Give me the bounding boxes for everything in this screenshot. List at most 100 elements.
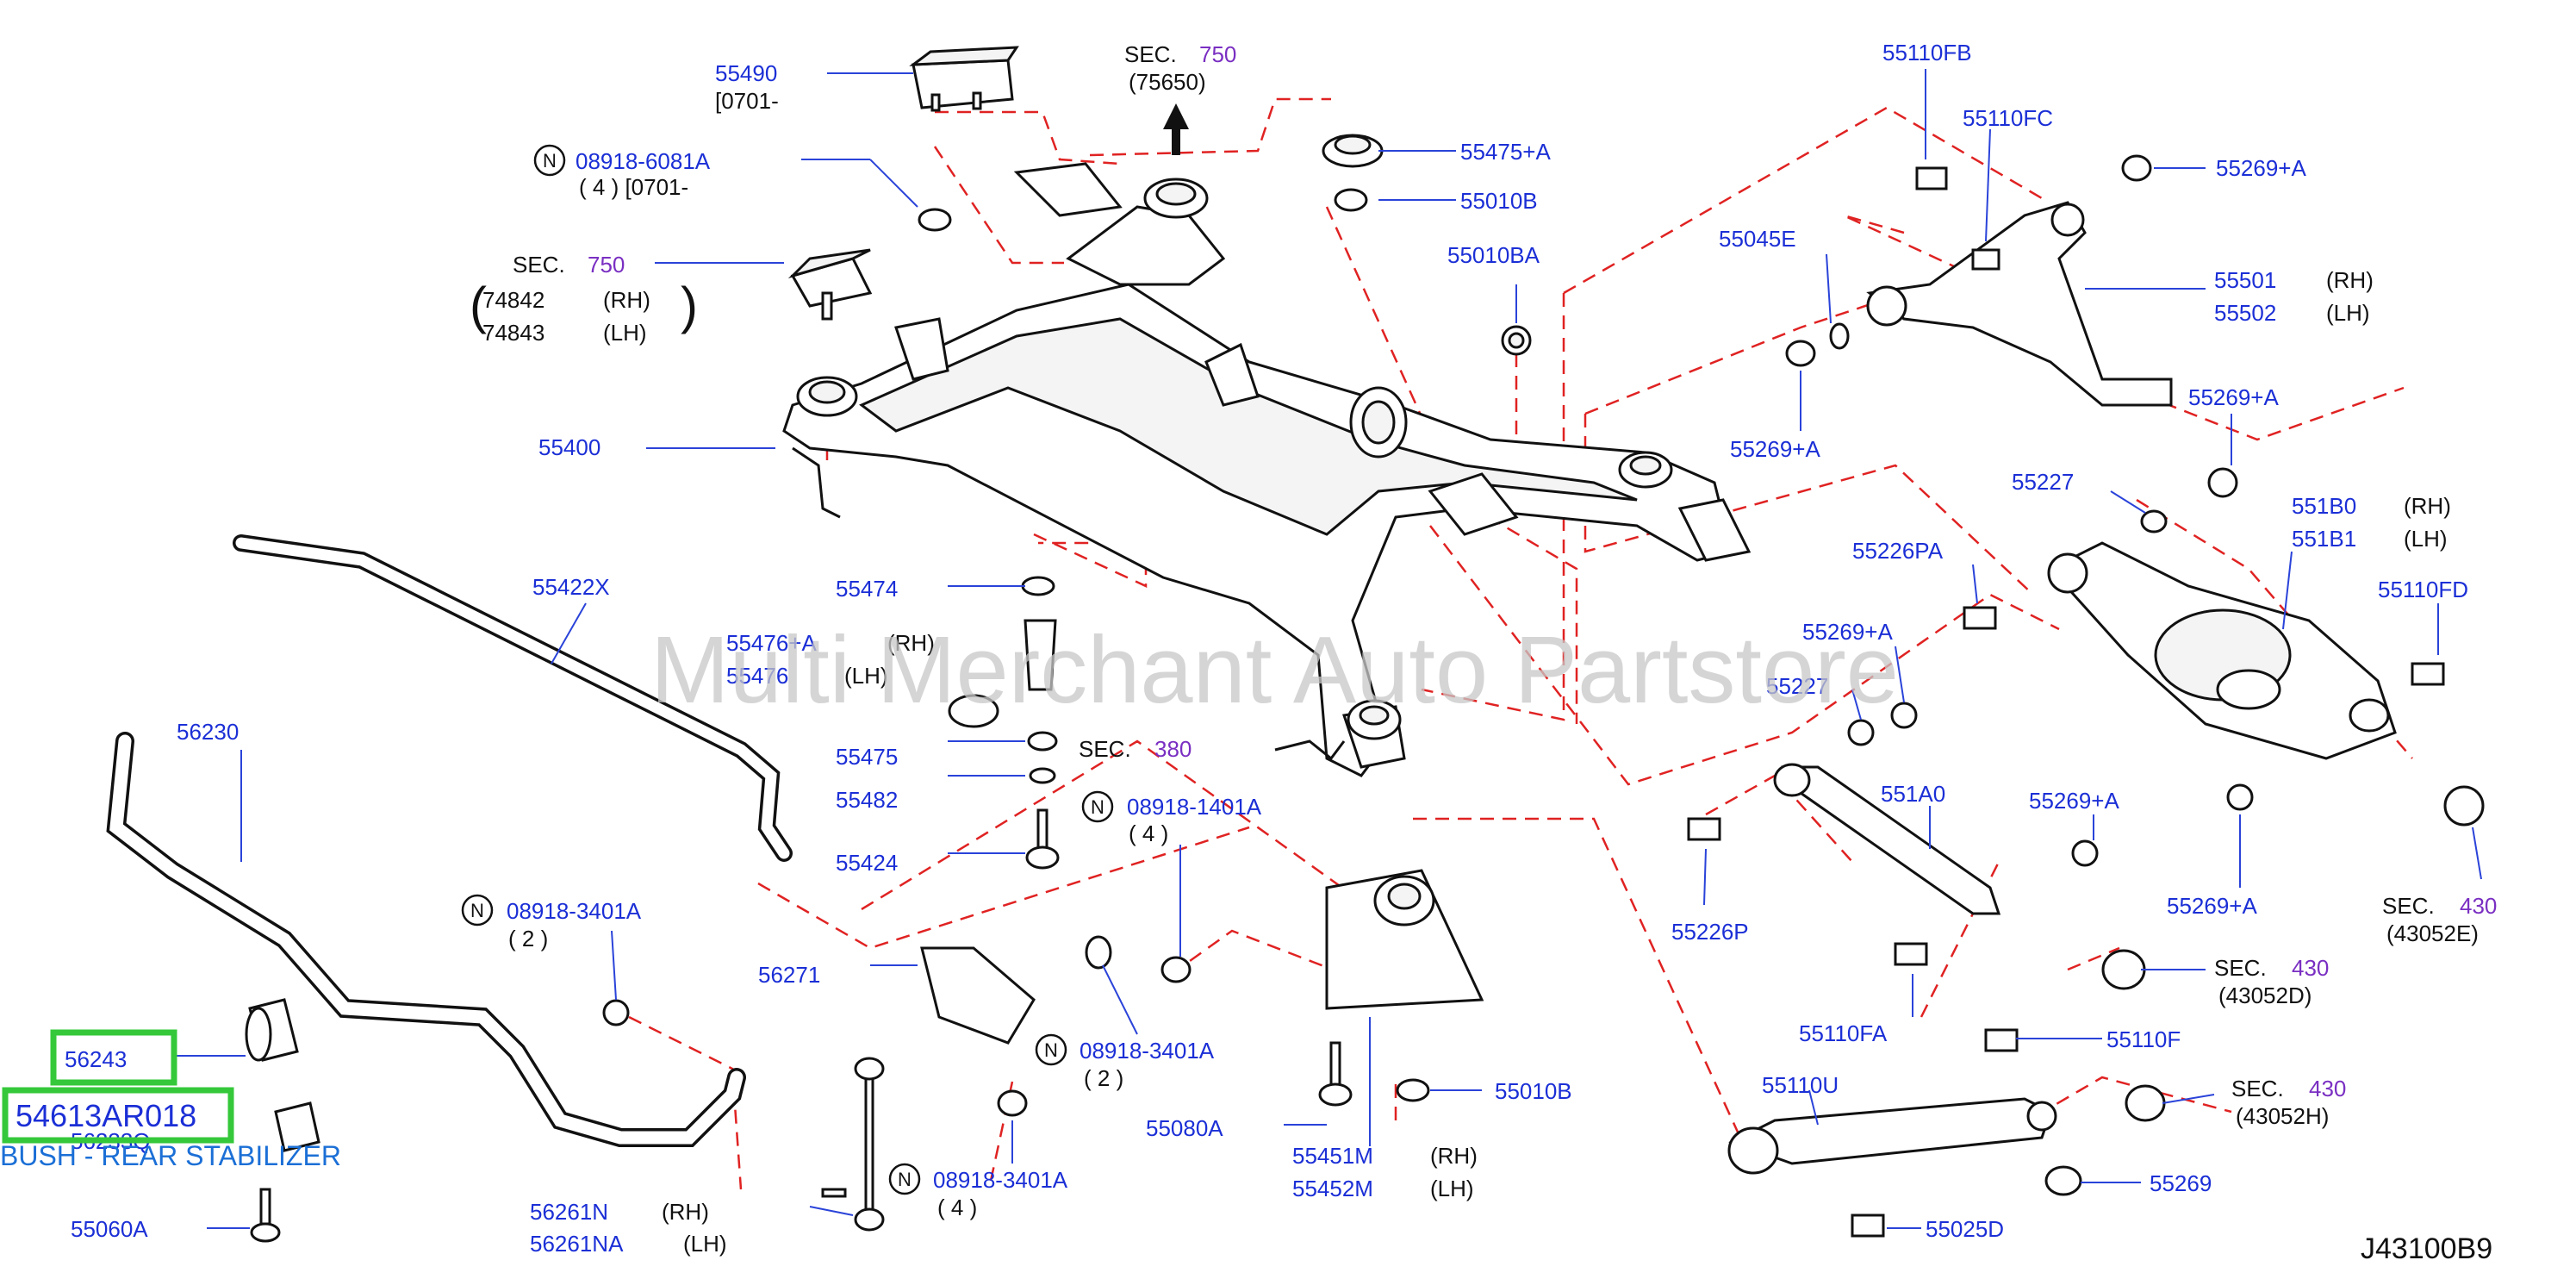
label-55424: 55424 [836, 850, 898, 876]
label-551B1: 551B1 [2292, 526, 2356, 552]
label-55482: 55482 [836, 787, 898, 813]
label-55476A: 55476+A [726, 630, 817, 656]
label-sec430-c: SEC. [2231, 1076, 2284, 1101]
label-08918-6081A-qty: ( 4 ) [0701- [579, 174, 688, 200]
label-sec430-c-num: 430 [2309, 1076, 2346, 1101]
label-54613AR018[interactable]: 54613AR018 [16, 1098, 196, 1133]
diagram-code: J43100B9 [2361, 1232, 2492, 1265]
label-55476-side: (LH) [844, 663, 888, 689]
label-sec380: SEC. [1079, 736, 1131, 762]
bracket-open: ( [470, 277, 487, 334]
label-551B1-side: (LH) [2404, 526, 2448, 552]
label-sec750-left: SEC. [513, 252, 565, 278]
label-08918-6081A: 08918-6081A [576, 148, 711, 174]
label-55110FB: 55110FB [1882, 40, 1972, 66]
label-55269A-1: 55269+A [2216, 155, 2306, 181]
watermark: Multi Merchant Auto Partstore [650, 617, 1899, 723]
label-sec380-num: 380 [1154, 736, 1192, 762]
label-08918-3401A-a-qty: ( 2 ) [508, 926, 548, 951]
label-bush-rear-stabilizer: BUSH - REAR STABILIZER [0, 1140, 341, 1171]
label-sec750-left-num: 750 [588, 252, 625, 278]
label-55269A-4: 55269+A [1802, 619, 1893, 645]
label-55452M: 55452M [1292, 1176, 1373, 1201]
label-55476: 55476 [726, 663, 788, 689]
label-55490: 55490 [715, 60, 777, 86]
label-55501-side: (RH) [2326, 267, 2374, 293]
label-55490-date: [0701- [715, 88, 779, 114]
label-55502: 55502 [2214, 300, 2276, 326]
svg-text:N: N [543, 150, 557, 172]
label-sec750-top: SEC. [1124, 41, 1177, 67]
label-56271: 56271 [758, 962, 820, 988]
label-56261NA: 56261NA [530, 1231, 624, 1257]
label-sec430-b-sub: (43052D) [2218, 983, 2312, 1008]
label-55227-a: 55227 [2012, 469, 2074, 495]
label-55110FA: 55110FA [1799, 1020, 1888, 1046]
n-badge: N [533, 144, 566, 177]
label-55474: 55474 [836, 576, 898, 602]
highlight-box-56243[interactable] [50, 1029, 177, 1086]
n-badge: N [888, 1163, 921, 1195]
label-55269A-2: 55269+A [1730, 436, 1820, 462]
label-55400: 55400 [538, 434, 600, 460]
label-74843-side: (LH) [603, 320, 647, 346]
mount-insulators [787, 46, 1532, 356]
label-55475A: 55475+A [1460, 139, 1551, 165]
label-55227-b: 55227 [1766, 673, 1828, 699]
label-55451M-side: (RH) [1430, 1143, 1478, 1169]
label-55010B-bottom: 55010B [1495, 1078, 1572, 1104]
label-08918-3401A-b-qty: ( 2 ) [1084, 1065, 1123, 1091]
label-55269A-3: 55269+A [2188, 384, 2279, 410]
label-551B0: 551B0 [2292, 493, 2356, 519]
label-sec430-b: SEC. [2214, 955, 2267, 981]
label-55269A-5: 55269+A [2029, 788, 2119, 814]
lateral-link-551A0 [1687, 702, 2146, 990]
small-parts [245, 576, 1484, 1243]
stabilizer-bar-56230 [106, 732, 746, 1147]
label-sec750-top-sub: (75650) [1129, 69, 1206, 95]
label-sec430-a-num: 430 [2460, 893, 2497, 919]
label-sec750-top-num: 750 [1199, 41, 1236, 67]
label-08918-3401A-c-qty: ( 4 ) [937, 1195, 977, 1220]
lower-arm-551B0 [1963, 509, 2485, 827]
label-55452M-side: (LH) [1430, 1176, 1474, 1201]
n-badge: N [1081, 790, 1114, 823]
svg-text:N: N [1044, 1039, 1058, 1061]
label-55110U: 55110U [1762, 1072, 1839, 1098]
label-55269: 55269 [2150, 1170, 2212, 1196]
label-551A0: 551A0 [1881, 781, 1945, 807]
label-55045E: 55045E [1719, 226, 1796, 252]
label-56230: 56230 [177, 719, 239, 745]
label-08918-3401A-c: 08918-3401A [933, 1167, 1068, 1193]
label-56261NA-side: (LH) [683, 1231, 727, 1257]
label-55476A-side: (RH) [887, 630, 935, 656]
rear-subframe-55400 [782, 162, 1752, 777]
label-sec430-b-num: 430 [2292, 955, 2329, 981]
label-55060A: 55060A [71, 1216, 148, 1242]
svg-text:N: N [470, 900, 484, 921]
label-08918-1401A: 08918-1401A [1127, 794, 1262, 820]
label-55010B-top: 55010B [1460, 188, 1538, 214]
label-74843: 74843 [482, 320, 544, 346]
label-sec430-c-sub: (43052H) [2236, 1103, 2329, 1129]
label-74842: 74842 [482, 287, 544, 313]
label-55110FD: 55110FD [2378, 577, 2468, 602]
label-55110F: 55110F [2106, 1026, 2181, 1052]
upper-arm-55501 [1785, 154, 2238, 498]
highlighted-part[interactable]: 56243 54613AR018 BUSH - REAR STABILIZER [0, 1029, 341, 1171]
label-56261N-side: (RH) [662, 1199, 709, 1225]
highlight-box-54613AR018[interactable] [2, 1087, 234, 1144]
label-55110FC: 55110FC [1963, 105, 2053, 131]
label-55422X: 55422X [532, 574, 610, 600]
label-56243[interactable]: 56243 [65, 1046, 127, 1072]
n-badge: N [461, 894, 494, 926]
label-55451M: 55451M [1292, 1143, 1373, 1169]
label-55025D: 55025D [1926, 1216, 2004, 1242]
leader-lines [177, 69, 2482, 1229]
label-56261N: 56261N [530, 1199, 608, 1225]
label-55226PA: 55226PA [1852, 538, 1944, 564]
label-55269A-6: 55269+A [2167, 893, 2257, 919]
label-sec430-a-sub: (43052E) [2386, 920, 2479, 946]
svg-text:N: N [898, 1169, 912, 1190]
